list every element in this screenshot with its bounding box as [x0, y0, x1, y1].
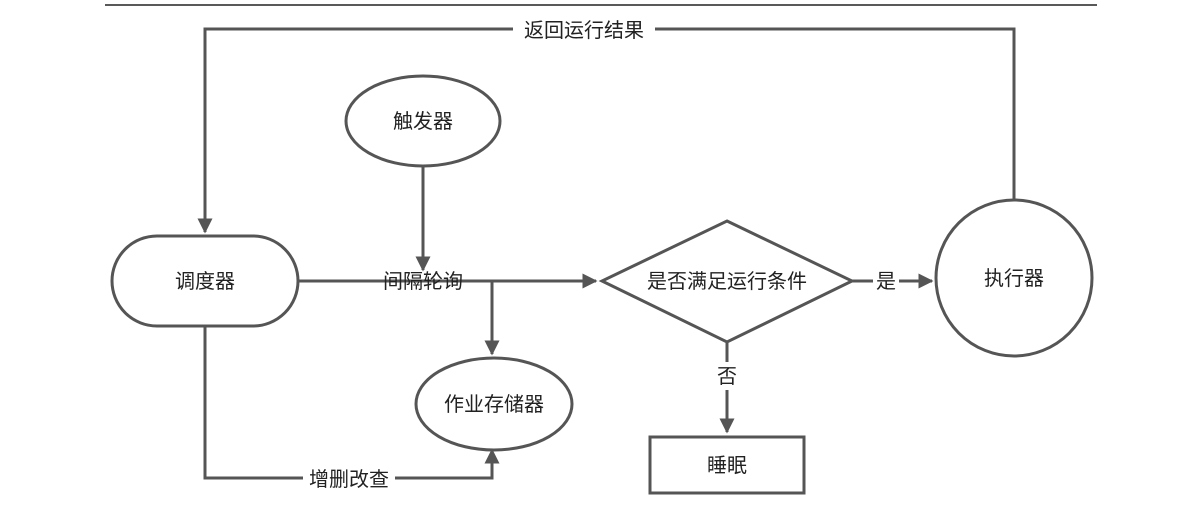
node-condition: 是否满足运行条件: [598, 219, 856, 344]
node-scheduler: 调度器: [110, 234, 300, 328]
edge-label-crud: 增删改查: [309, 467, 389, 491]
node-trigger: 触发器: [344, 74, 502, 168]
node-condition-label: 是否满足运行条件: [647, 269, 807, 293]
edge-label-return-result: 返回运行结果: [524, 18, 644, 42]
node-sleep: 睡眠: [648, 435, 806, 495]
node-job-store: 作业存储器: [414, 356, 574, 452]
node-job-store-label: 作业存储器: [444, 392, 544, 416]
node-sleep-label: 睡眠: [707, 453, 747, 477]
edge-label-interval-poll: 间隔轮询: [383, 269, 463, 293]
edge-label-yes: 是: [876, 269, 896, 293]
edge-return-result: [197, 27, 1016, 234]
node-trigger-label: 触发器: [393, 109, 453, 133]
edge-label-no: 否: [717, 364, 737, 388]
node-scheduler-label: 调度器: [175, 269, 235, 293]
node-executor: 执行器: [934, 198, 1094, 358]
node-executor-label: 执行器: [984, 266, 1044, 290]
